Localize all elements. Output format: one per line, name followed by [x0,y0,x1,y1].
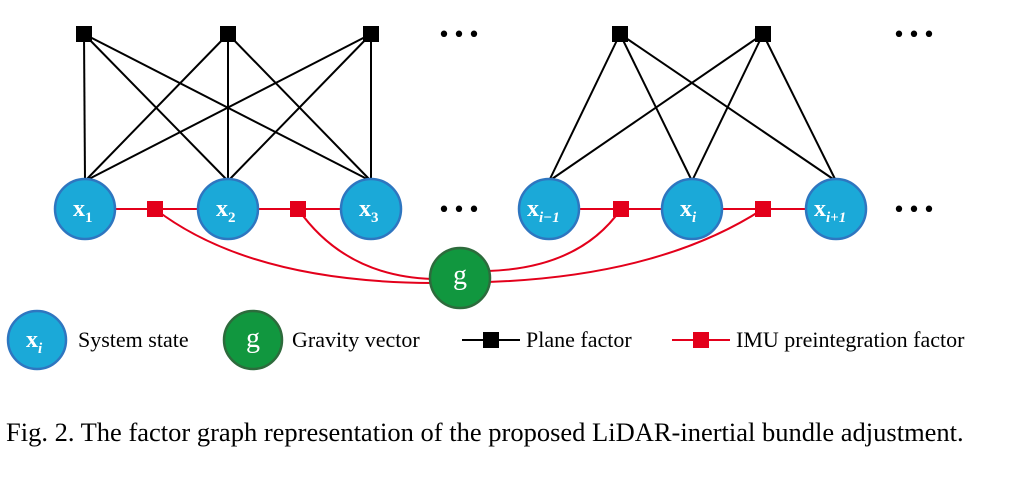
imu-factor-square [290,201,306,217]
plane-edge [548,33,621,182]
factor-squares [76,26,771,217]
ellipsis-marks: ••• ••• ••• ••• [438,23,938,223]
ellipsis: ••• [438,23,483,48]
gravity-node [428,246,492,310]
legend-imu-text: IMU preintegration factor [736,327,965,352]
plane-edge [84,33,229,182]
ellipsis: ••• [893,23,938,48]
state-node [196,177,260,241]
plane-factor-edges [83,33,837,182]
plane-factor-square [76,26,92,42]
imu-factor-square [147,201,163,217]
plane-edge [548,33,764,182]
gravity-node-label: g [453,260,467,291]
plane-edge [762,33,837,182]
legend-state-icon [6,309,68,371]
state-node [339,177,403,241]
legend-gravity-text: Gravity vector [292,327,420,352]
gravity-edge [487,208,622,272]
gravity-edge [297,208,433,280]
legend-gravity-symbol: g [246,323,260,354]
legend-imu-icon [693,332,709,348]
figure-caption: Fig. 2. The factor graph representation … [6,417,964,447]
ellipsis: ••• [893,198,938,223]
legend-plane-text: Plane factor [526,327,632,352]
gravity-edge [487,208,764,283]
state-node-label: xi+1 [814,196,846,226]
legend-state-text: System state [78,327,189,352]
ellipsis: ••• [438,198,483,223]
state-node [53,177,117,241]
gravity-edges [154,208,764,284]
plane-factor-square [220,26,236,42]
plane-edge [84,33,372,182]
state-node [517,177,581,241]
plane-edge [227,33,372,182]
plane-factor-square [755,26,771,42]
plane-factor-square [363,26,379,42]
plane-factor-square [612,26,628,42]
gravity-edge [154,208,433,284]
imu-factor-square [755,201,771,217]
state-node [660,177,724,241]
legend-gravity-icon [222,309,284,371]
legend-plane-icon [483,332,499,348]
plane-edge [83,33,86,182]
plane-edge [691,33,764,182]
state-node [804,177,868,241]
imu-factor-square [613,201,629,217]
